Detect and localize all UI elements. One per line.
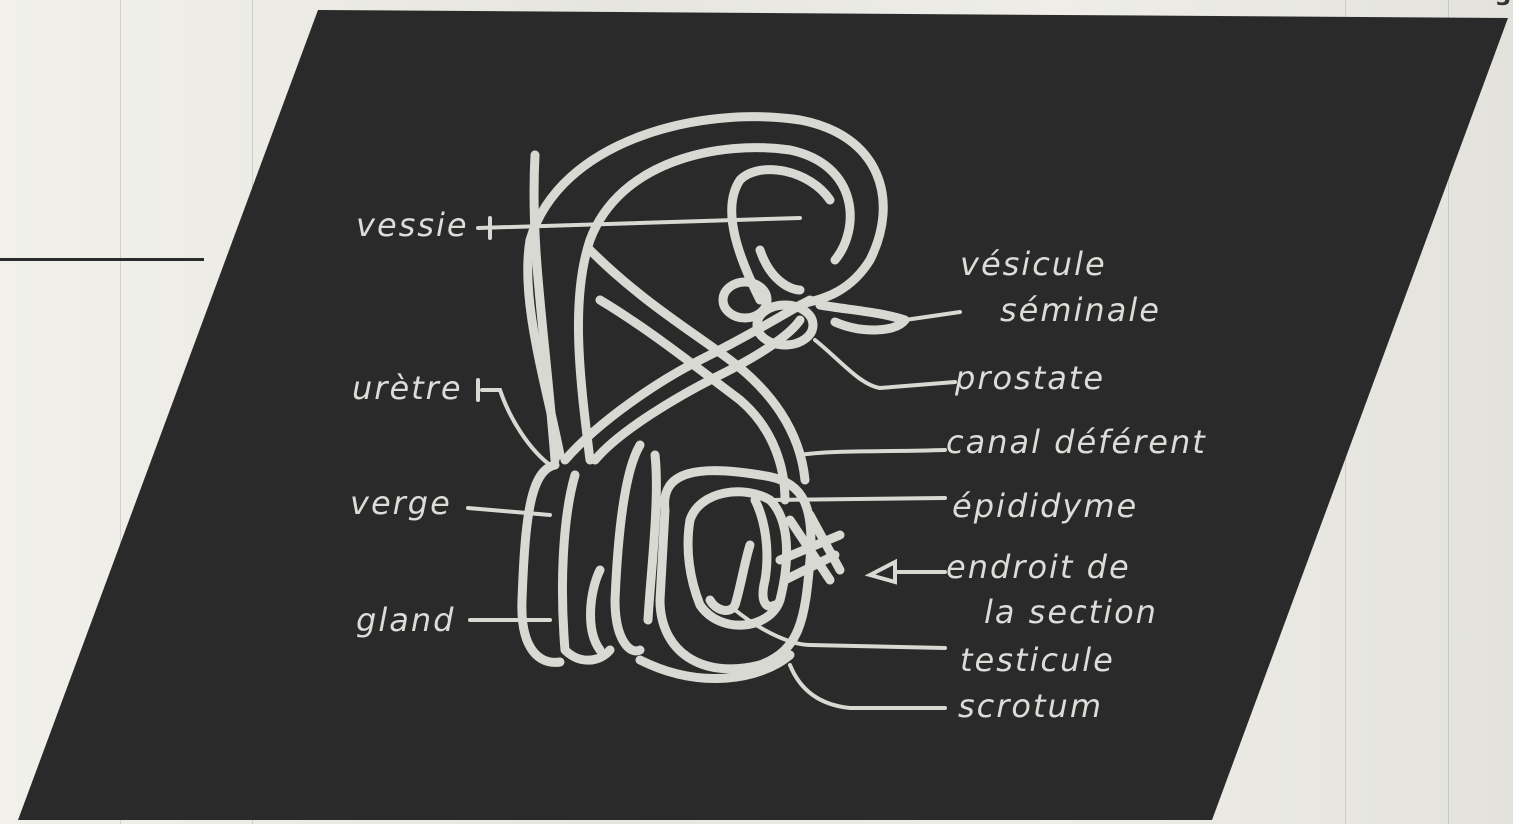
label-epididyme: épididyme — [952, 487, 1138, 525]
label-canal-deferent: canal déférent — [946, 423, 1207, 461]
label-section-line2: la section — [984, 593, 1158, 631]
label-vesicule-line2: séminale — [1000, 291, 1161, 329]
label-testicule: testicule — [960, 641, 1115, 679]
label-vesicule-line1: vésicule — [960, 245, 1107, 283]
leader-epididyme — [770, 498, 945, 500]
label-scrotum: scrotum — [958, 687, 1103, 725]
label-verge: verge — [350, 484, 452, 522]
label-section-line1: endroit de — [946, 548, 1131, 586]
label-uretre: urètre — [352, 369, 463, 407]
label-gland: gland — [356, 601, 455, 639]
label-vessie: vessie — [356, 206, 469, 244]
label-prostate: prostate — [954, 359, 1105, 397]
chalkboard-panel — [18, 10, 1508, 820]
